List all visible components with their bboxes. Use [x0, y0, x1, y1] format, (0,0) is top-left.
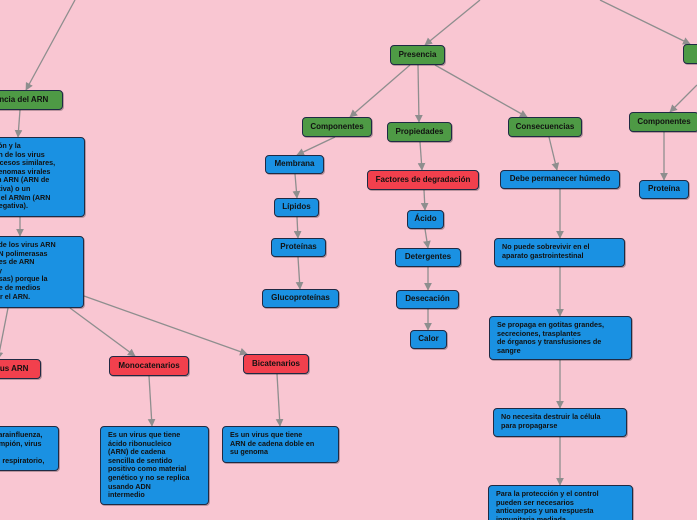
node-presencia[interactable]: Presencia: [390, 45, 445, 65]
edge-to-ausencia: [25, 0, 76, 91]
edge-to-componentes-right: [669, 84, 697, 113]
node-componentes-right[interactable]: Componentes: [629, 112, 697, 132]
edge-ausencia-replicacion: [14, 109, 23, 138]
node-lipidos[interactable]: Lípidos: [274, 198, 319, 217]
node-monocatenarios[interactable]: Monocatenarios: [109, 356, 189, 376]
node-componentes[interactable]: Componentes: [302, 117, 372, 137]
node-acido[interactable]: Ácido: [407, 210, 444, 229]
edge-membrana-lipidos: [292, 173, 301, 199]
edge-genoma-mono: [69, 307, 136, 357]
edge-bi-desc: [275, 373, 284, 427]
node-no-necesita-destruir[interactable]: No necesita destruir la célula para prop…: [493, 408, 627, 437]
edge-propiedades-factores: [417, 141, 426, 171]
node-proteinas[interactable]: Proteínas: [271, 238, 326, 257]
node-replicacion-texto[interactable]: ación y la ción de los virus procesos si…: [0, 137, 85, 217]
edge-proteinas-glucoproteinas: [295, 256, 304, 290]
node-desecacion[interactable]: Desecación: [396, 290, 459, 309]
edge-componentes-membrana: [296, 136, 336, 156]
node-propiedades[interactable]: Propiedades: [387, 122, 452, 142]
node-detergentes[interactable]: Detergentes: [395, 248, 461, 267]
node-proteccion-control[interactable]: Para la protección y el control pueden s…: [488, 485, 633, 520]
node-glucoproteinas[interactable]: Glucoproteínas: [262, 289, 339, 308]
node-bicatenarios[interactable]: Bicatenarios: [243, 354, 309, 374]
node-consecuencias[interactable]: Consecuencias: [508, 117, 582, 137]
node-calor[interactable]: Calor: [410, 330, 447, 349]
node-no-puede-sobrevivir[interactable]: No puede sobrevivir en el aparato gastro…: [494, 238, 625, 267]
edge-lipidos-proteinas: [293, 216, 302, 239]
edge-genoma-virusarn: [0, 307, 9, 360]
edge-presencia-componentes: [349, 64, 411, 118]
node-genoma-texto[interactable]: na de los virus ARN ARN polimerasas ente…: [0, 236, 84, 308]
edge-consecuencias-humedo: [548, 136, 560, 171]
node-factores-degradacion[interactable]: Factores de degradación: [367, 170, 479, 190]
node-ausencia-del-arn[interactable]: encia del ARN: [0, 90, 63, 110]
edge-factores-acido: [420, 189, 429, 211]
edge-acido-detergentes: [423, 228, 431, 249]
edge-to-ausencia-right: [599, 0, 691, 45]
edge-genoma-bi: [83, 295, 248, 356]
node-debe-permanecer-humedo[interactable]: Debe permanecer húmedo: [500, 170, 620, 189]
edge-mono-desc: [147, 375, 156, 427]
node-membrana[interactable]: Membrana: [265, 155, 324, 174]
edge-to-presencia: [424, 0, 481, 46]
node-parainfluenza-texto[interactable]: s parainfluenza, arampión, virus de dial…: [0, 426, 59, 471]
edge-presencia-consecuencias: [434, 64, 528, 118]
node-se-propaga[interactable]: Se propaga en gotitas grandes, secrecion…: [489, 316, 632, 360]
node-bicatenarios-descripcion[interactable]: Es un virus que tiene ARN de cadena dobl…: [222, 426, 339, 463]
edge-presencia-propiedades: [414, 64, 423, 123]
node-proteina[interactable]: Proteína: [639, 180, 689, 199]
node-virus-arn[interactable]: irus ARN: [0, 359, 41, 379]
node-ausencia-right[interactable]: [683, 44, 697, 64]
node-monocatenarios-descripcion[interactable]: Es un virus que tiene ácido ribonucleico…: [100, 426, 209, 505]
